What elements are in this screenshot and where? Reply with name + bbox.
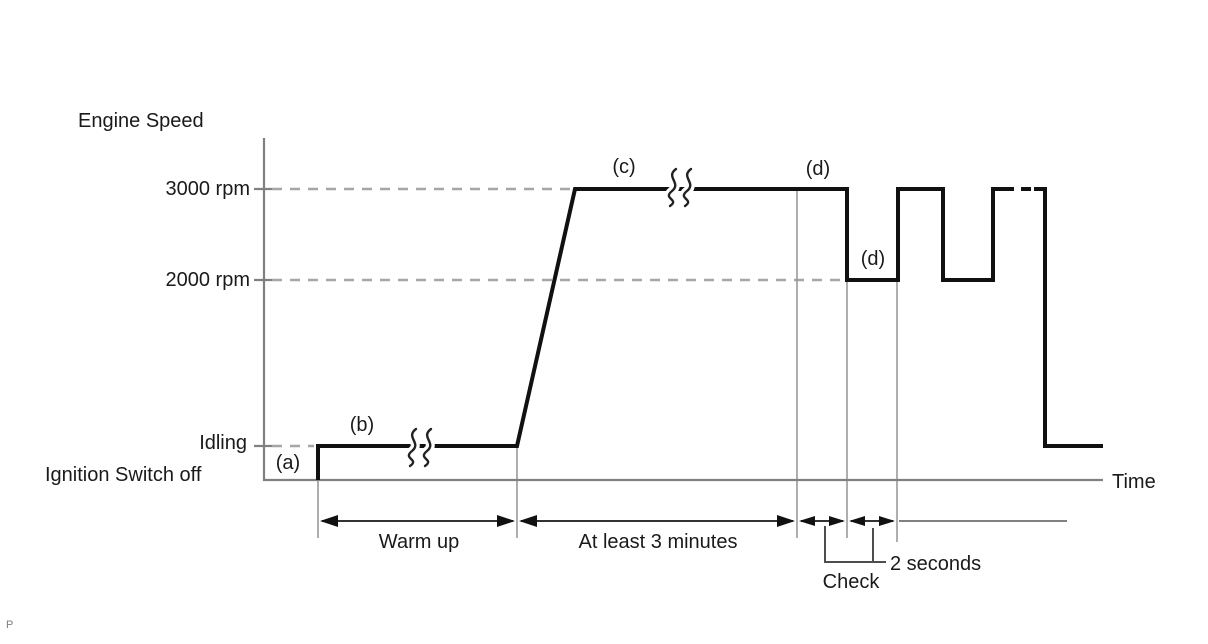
step-label-d-low: (d) bbox=[860, 248, 886, 270]
arrowheads bbox=[320, 515, 895, 527]
dashed-gridlines bbox=[272, 187, 845, 448]
level-label-ignition-off: Ignition Switch off bbox=[45, 464, 202, 486]
y-axis-title: Engine Speed bbox=[78, 110, 204, 132]
step-label-b: (b) bbox=[349, 414, 375, 436]
check-bracket bbox=[824, 526, 886, 563]
span-label-three-minutes: At least 3 minutes bbox=[578, 531, 738, 553]
span-label-check: Check bbox=[822, 571, 880, 593]
level-label-3000rpm: 3000 rpm bbox=[165, 178, 251, 200]
engine-speed-curve bbox=[316, 187, 1103, 480]
axes bbox=[254, 138, 1103, 482]
guide-lines bbox=[317, 189, 898, 542]
break-marks bbox=[409, 169, 691, 466]
span-label-warm-up: Warm up bbox=[378, 531, 460, 553]
level-label-2000rpm: 2000 rpm bbox=[165, 269, 251, 291]
dimension-arrows bbox=[320, 515, 1067, 563]
page-corner-mark: P bbox=[6, 619, 14, 631]
x-axis-title: Time bbox=[1112, 471, 1156, 493]
step-label-d-high: (d) bbox=[805, 158, 831, 180]
step-label-c: (c) bbox=[612, 156, 636, 178]
step-label-a: (a) bbox=[275, 452, 301, 474]
span-label-two-seconds: 2 seconds bbox=[890, 553, 982, 575]
level-label-idling: Idling bbox=[199, 432, 247, 454]
